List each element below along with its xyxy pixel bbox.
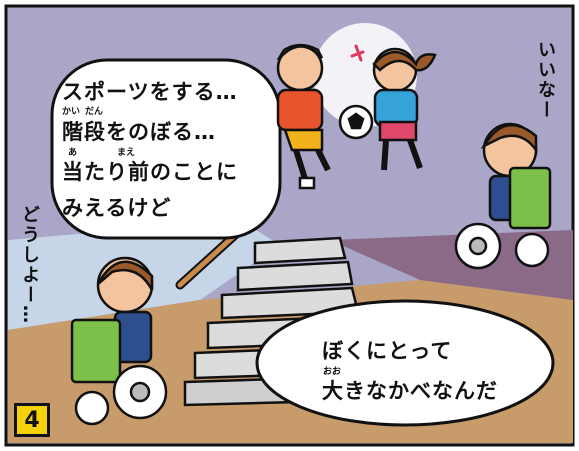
soccer-boy	[276, 43, 331, 190]
bubble-left-line-2: 階段をのぼる…	[62, 120, 216, 144]
ruby-kai: かい	[62, 107, 81, 117]
soccer-ball	[338, 104, 374, 140]
bubble-left-line-4: みえるけど	[62, 196, 172, 220]
ruby-oo: おお	[323, 367, 342, 377]
soccer-girl	[372, 47, 437, 171]
vertical-text-right: いいなー	[535, 40, 556, 120]
panel-number-badge: 4	[14, 403, 50, 437]
bubble-left-line-1: スポーツをする…	[62, 80, 238, 104]
bubble-left-line-3: 当たり前のことに	[62, 160, 238, 184]
ruby-dan: だん	[85, 107, 104, 117]
ruby-mae: まえ	[117, 148, 136, 158]
wheelchair-boy-right	[454, 122, 552, 270]
bubble-right-line-2: 大きなかべなんだ	[322, 379, 498, 403]
bubble-right-line-1: ぼくにとって	[322, 339, 453, 363]
ruby-a: あ	[68, 148, 78, 158]
speech-bubble-left-shape	[50, 58, 282, 240]
vertical-text-left: どうしよー…	[19, 205, 40, 325]
speech-bubble-right-shape	[255, 299, 555, 427]
wheelchair-boy-left	[70, 256, 168, 426]
